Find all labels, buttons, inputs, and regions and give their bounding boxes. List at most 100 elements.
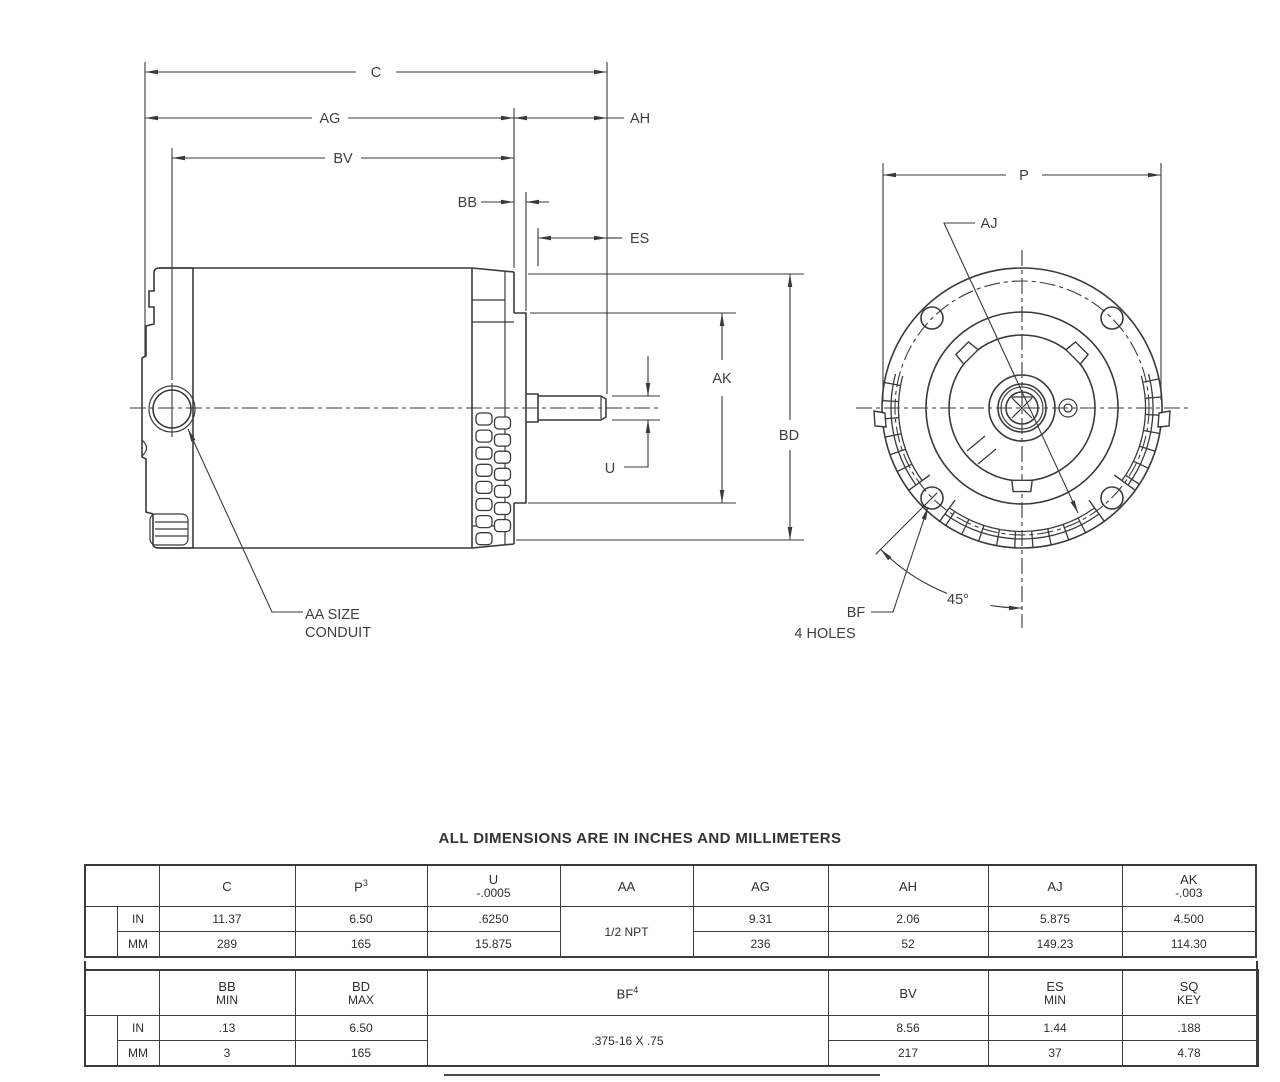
dimension-bd: BD: [779, 274, 799, 540]
dim-label-bd: BD: [779, 428, 799, 444]
table-corner-cell: [84, 864, 160, 907]
dim-label-ah: AH: [630, 111, 650, 127]
dim-label-ak: AK: [712, 371, 732, 387]
dim-value-in: .13: [158, 1015, 296, 1041]
dim-value-in: 11.37: [158, 906, 296, 932]
dimension-bb: BB: [458, 195, 549, 211]
side-extension-lines: [144, 62, 804, 541]
unit-row-label-in: IN: [116, 906, 160, 932]
dim-value-mm: 52: [827, 931, 989, 958]
dim-value-in: 2.06: [827, 906, 989, 932]
dim-column-header: [1255, 969, 1258, 1016]
dim-label-es: ES: [630, 231, 649, 247]
dimension-ah: AH: [514, 111, 650, 127]
face-plate-circle: [925, 311, 1119, 505]
dim-value-in: 6.50: [294, 906, 428, 932]
dim-column-header: AH: [827, 864, 989, 907]
dim-value-in: 9.31: [692, 906, 829, 932]
dim-value-in: [1255, 1015, 1258, 1041]
dim-value-in: 8.56: [827, 1015, 989, 1041]
table-separator: [84, 961, 1258, 969]
dim-column-header: U-.0005: [426, 864, 561, 907]
cooling-fins: [882, 373, 1162, 548]
unit-row-label-in: IN: [116, 1015, 160, 1041]
rabbet-tab-upper-right: [1064, 340, 1090, 366]
dim-column-header: AK-.003: [1121, 864, 1257, 907]
dim-value-mm: 4.78: [1121, 1040, 1257, 1067]
dim-value-mm: 236: [692, 931, 829, 958]
dim-value-mm: 165: [294, 1040, 428, 1067]
dim-value-mm: 217: [827, 1040, 989, 1067]
dim-value-mm: 114.30: [1121, 931, 1257, 958]
dim-value-mm: 149.23: [987, 931, 1123, 958]
drain-hole: [1058, 398, 1078, 418]
conduit-callout: AA SIZE CONDUIT: [187, 428, 371, 641]
table-left-gutter: [84, 906, 118, 958]
motor-dimension-drawing: C AG AH BV BB ES: [130, 62, 1188, 642]
rabbet-tab-upper-left: [954, 340, 980, 366]
dim-label-p: P: [1019, 168, 1029, 184]
conduit-note-line2: CONDUIT: [305, 625, 371, 641]
dimension-ak: AK: [712, 313, 732, 503]
dim-column-header: AJ: [987, 864, 1123, 907]
dim-value-merged: .375-16 X .75: [426, 1015, 829, 1067]
dimension-u: U: [605, 356, 651, 477]
motor-back-cap: [141, 267, 196, 549]
motor-shaft: [526, 393, 607, 423]
dim-column-header: P3: [294, 864, 428, 907]
dim-column-header: C: [158, 864, 296, 907]
unit-row-label-mm: MM: [116, 1040, 160, 1067]
dim-value-in: 6.50: [294, 1015, 428, 1041]
aj-callout: AJ: [943, 216, 1079, 514]
dim-value-mm: 165: [294, 931, 428, 958]
unit-row-label-mm: MM: [116, 931, 160, 958]
dimension-c: C: [145, 65, 607, 81]
dimension-45deg: 45°: [875, 492, 1023, 611]
dim-label-bb: BB: [458, 195, 477, 211]
bf-note: 4 HOLES: [794, 626, 855, 642]
conduit-note-line1: AA SIZE: [305, 607, 360, 623]
dim-label-u: U: [605, 461, 615, 477]
bolt-circle: [894, 280, 1150, 536]
motor-front-view: P AJ 45° BF 4 HOLES: [794, 163, 1188, 642]
dim-value-in: 1.44: [987, 1015, 1123, 1041]
vent-louvers: [475, 412, 512, 546]
dim-label-45: 45°: [947, 592, 969, 608]
cropped-bottom-rule: [444, 1074, 880, 1076]
rabbet-tab-bottom: [1011, 479, 1033, 493]
motor-shell-outline: [881, 267, 1163, 549]
dim-value-mm: 289: [158, 931, 296, 958]
dim-label-bf: BF: [847, 605, 866, 621]
table-title: ALL DIMENSIONS ARE IN INCHES AND MILLIME…: [438, 830, 842, 847]
dim-value-in: 5.875: [987, 906, 1123, 932]
motor-front-bell: [471, 267, 527, 549]
mounting-flange: [514, 312, 527, 504]
rim-lug-left: [873, 410, 887, 428]
dim-column-header: AG: [692, 864, 829, 907]
rim-lug-right: [1157, 410, 1171, 428]
dim-value-mm: 3: [158, 1040, 296, 1067]
dim-value-mm: 15.875: [426, 931, 561, 958]
shaft-hub: [988, 374, 1056, 442]
dimension-p: P: [882, 163, 1162, 400]
table-left-gutter: [84, 1015, 118, 1067]
mounting-bolt-holes: [920, 306, 1124, 510]
dim-column-header: BV: [827, 969, 989, 1016]
dim-value-in: .6250: [426, 906, 561, 932]
dim-label-bv: BV: [333, 151, 353, 167]
dim-value-mm: [1255, 1040, 1258, 1067]
dim-column-header: AA: [559, 864, 694, 907]
dim-value-merged: 1/2 NPT: [559, 906, 694, 958]
dimension-bv: BV: [172, 151, 514, 167]
dim-value-mm: 37: [987, 1040, 1123, 1067]
table-corner-cell: [84, 969, 160, 1016]
dim-label-c: C: [371, 65, 381, 81]
motor-body: [159, 267, 473, 549]
dim-value-in: 4.500: [1121, 906, 1257, 932]
bf-callout: BF 4 HOLES: [794, 506, 929, 642]
dim-label-aj: AJ: [981, 216, 998, 232]
